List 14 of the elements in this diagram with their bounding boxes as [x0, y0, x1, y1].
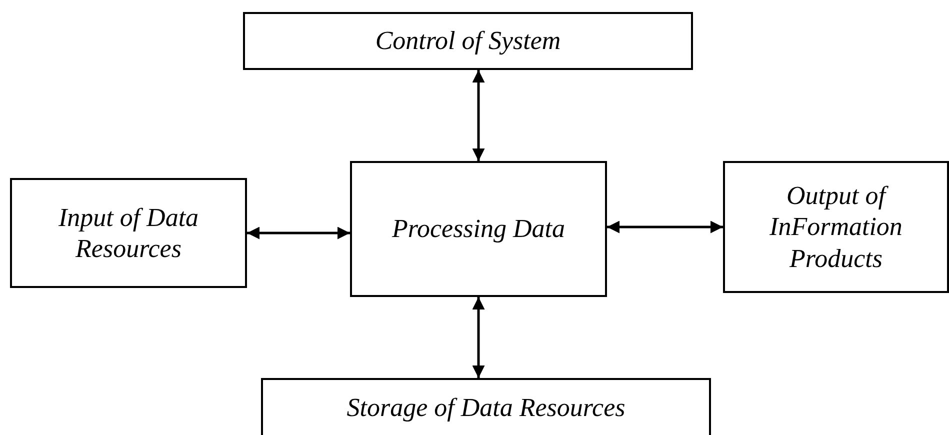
process-box: [10, 178, 247, 288]
process-box: [723, 161, 949, 293]
box-label: Output of InFormation Products: [768, 180, 904, 274]
double-arrow: [472, 70, 485, 161]
box-label: Input of Data Resources: [57, 202, 200, 264]
process-box: [350, 161, 607, 297]
box-label: Processing Data: [392, 213, 566, 245]
process-box: [261, 378, 711, 435]
process-box: [243, 12, 693, 70]
box-label: Control of System: [375, 25, 561, 57]
double-arrow: [247, 226, 350, 240]
double-arrow: [607, 220, 723, 234]
double-arrow: [472, 297, 485, 378]
box-label: Storage of Data Resources: [346, 392, 626, 424]
